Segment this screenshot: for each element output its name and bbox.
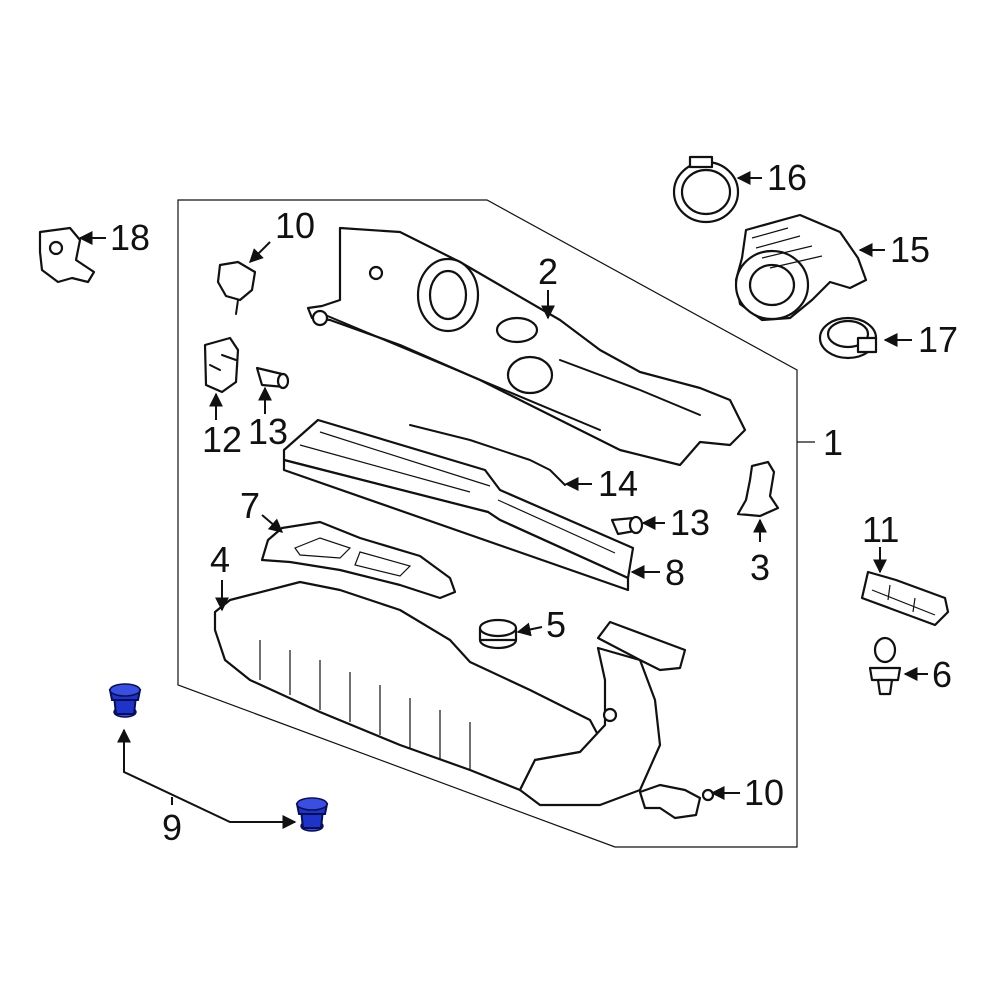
callout-2: 2 [538, 251, 558, 292]
lower-housing [213, 580, 687, 807]
leader-5 [516, 622, 543, 637]
callout-9: 9 [162, 807, 182, 848]
callout-14: 14 [598, 463, 638, 504]
assembly-boundary [177, 199, 798, 848]
callout-7: 7 [240, 485, 260, 526]
air-filter-element [282, 418, 635, 592]
callout-13a: 13 [248, 411, 288, 452]
intake-hose [734, 213, 868, 322]
clip-bottom [638, 783, 715, 820]
grommet-highlighted-1 [108, 683, 142, 718]
grommet [478, 618, 518, 650]
callout-4: 4 [210, 539, 230, 580]
air-guide [860, 570, 950, 627]
callout-17: 17 [918, 319, 958, 360]
grommet-highlighted-2 [295, 797, 329, 832]
callout-18: 18 [110, 217, 150, 258]
sleeve-right [610, 515, 644, 536]
clip-top [216, 260, 257, 315]
leader-7 [261, 514, 284, 533]
retainer [38, 226, 96, 284]
callout-10b: 10 [744, 772, 784, 813]
callout-1: 1 [823, 422, 843, 463]
upper-housing-cover [306, 226, 747, 467]
leader-10a [249, 241, 271, 263]
callout-3: 3 [750, 547, 770, 588]
callout-16: 16 [767, 157, 807, 198]
callout-5: 5 [546, 604, 566, 645]
sensor-wire [409, 424, 566, 486]
hose-clamp-17 [818, 316, 878, 360]
callout-8: 8 [665, 552, 685, 593]
hose-clamp-16 [672, 155, 740, 224]
mount-bracket [736, 460, 780, 518]
bracket [203, 336, 240, 394]
callout-15: 15 [890, 229, 930, 270]
leader-9 [117, 728, 297, 829]
seal-frame [260, 520, 457, 600]
callout-12: 12 [202, 419, 242, 460]
callout-11: 11 [862, 509, 899, 550]
sleeve-left [255, 366, 290, 390]
callout-13b: 13 [670, 502, 710, 543]
push-clip [868, 636, 902, 696]
callout-6: 6 [932, 654, 952, 695]
callout-10a: 10 [275, 205, 315, 246]
